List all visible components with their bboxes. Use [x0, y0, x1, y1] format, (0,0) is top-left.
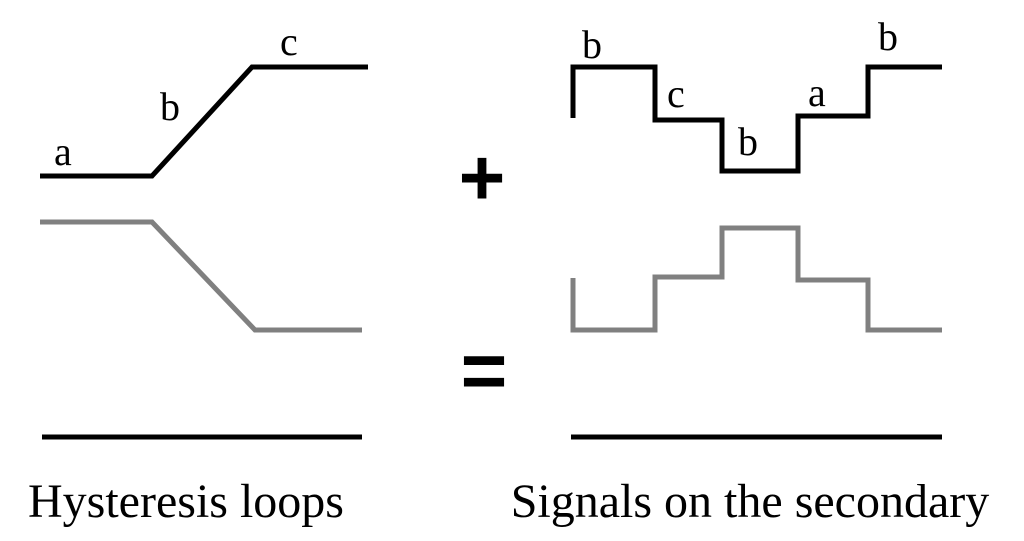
plus-sign: + [459, 133, 506, 222]
signal-label-b-middle: b [738, 119, 758, 164]
caption-signals-secondary: Signals on the secondary [511, 475, 990, 528]
signals-panel: b c b a b [570, 14, 942, 440]
hysteresis-label-a: a [54, 129, 72, 174]
signal-label-b-first: b [582, 22, 602, 67]
hysteresis-panel: a b c [40, 19, 368, 440]
signal-waveform [570, 64, 942, 174]
signal-label-c: c [667, 71, 685, 116]
hysteresis-label-b: b [160, 84, 180, 129]
hysteresis-curve-inverted [40, 219, 362, 333]
hysteresis-label-c: c [280, 19, 298, 64]
hysteresis-curve [40, 64, 368, 179]
caption-hysteresis-loops: Hysteresis loops [28, 475, 344, 528]
signal-waveform-inverted [570, 225, 942, 333]
equals-sign: = [461, 326, 508, 415]
signal-label-b-last: b [878, 14, 898, 59]
signal-label-a: a [808, 70, 826, 115]
